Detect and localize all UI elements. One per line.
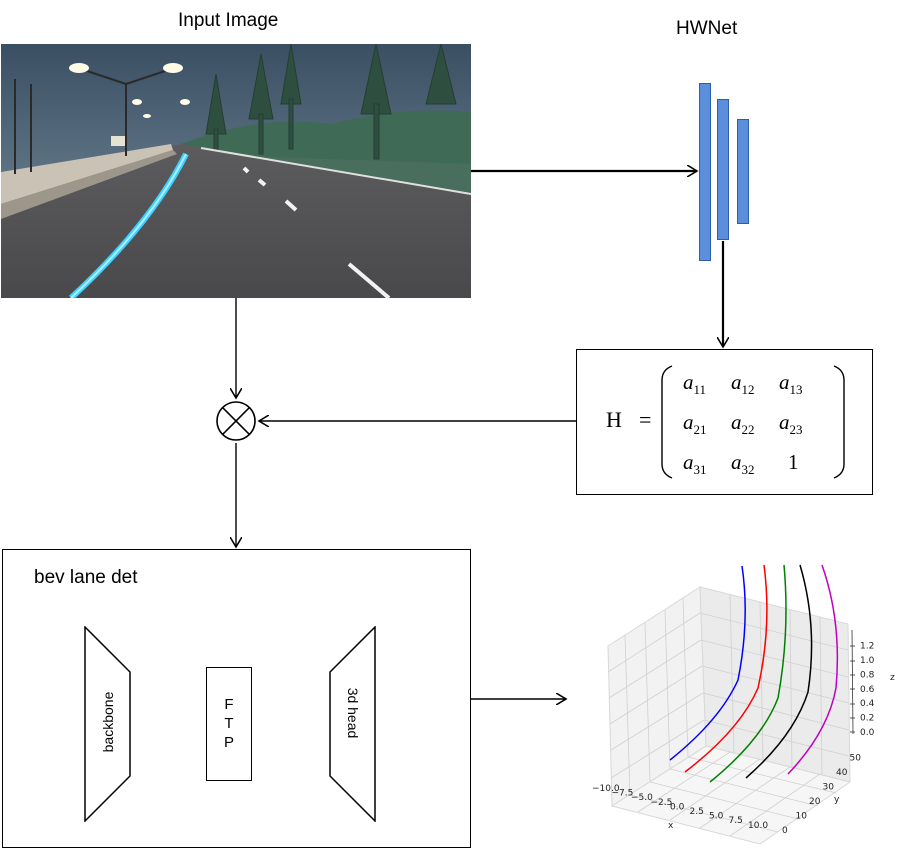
ftp-label: F T P [206,695,252,752]
matrix-entry-base: a [731,410,742,434]
matrix-entry-subscript: 32 [741,462,755,478]
backbone-label: backbone [100,691,116,753]
y-tick-label: 40 [836,768,848,778]
bev-title: bev lane det [34,567,138,588]
matrix-entry-subscript: 23 [789,422,803,438]
matrix-entry-subscript: 22 [741,422,755,438]
matrix-entry-2-1: a21 [683,410,707,438]
matrix-entry-1-2: a12 [731,370,755,398]
head-trapezoid [329,626,376,822]
matrix-entry-3-3: 1 [788,450,799,474]
y-tick-label: 10 [796,812,808,822]
lane-curve-green [709,564,787,783]
hwnet-bar-2 [717,99,729,240]
lane-curve-magenta [787,564,839,775]
hwnet-title: HWNet [676,18,738,39]
lane-curve-blue [669,565,746,761]
matrix-entry-base: a [731,370,742,394]
x-tick-label: −2.5 [651,798,673,808]
z-tick-label: 0.2 [860,714,874,724]
hwnet-bar-1 [699,83,711,261]
matrix-entry-3-2: a32 [731,450,755,478]
homography-matrix-box [576,349,873,495]
multiply-operator-icon [216,401,256,441]
matrix-entry-subscript: 13 [789,382,803,398]
input-road-image [1,44,471,298]
matrix-entry-2-3: a23 [779,410,803,438]
z-tick-label: 0.8 [860,670,875,680]
matrix-entry-base: a [683,450,694,474]
matrix-entry-base: a [683,410,694,434]
z-tick-label: 0.4 [860,699,875,709]
x-tick-label: 7.5 [729,816,743,826]
matrix-entry-base: a [779,410,790,434]
hwnet-bar-3 [737,119,749,224]
matrix-entry-subscript: 21 [693,422,707,438]
matrix-symbol: H [606,407,622,432]
input-image-title: Input Image [178,10,279,31]
matrix-entry-base: a [683,370,694,394]
z-tick-label: 1.0 [860,656,875,666]
ftp-letter-p: P [223,734,234,751]
matrix-entry-2-2: a22 [731,410,755,438]
x-axis-label: x [668,821,674,831]
x-tick-label: 5.0 [709,812,724,822]
y-tick-label: 20 [809,797,821,807]
matrix-entry-subscript: 12 [741,382,755,398]
x-tick-label: 10.0 [748,821,768,831]
ftp-letter-t: T [224,715,234,732]
matrix-entry-subscript: 31 [693,462,707,478]
matrix-equals: = [639,407,652,432]
y-tick-label: 30 [823,783,835,793]
y-tick-label: 50 [850,754,862,764]
z-tick-label: 0.6 [860,685,875,695]
matrix-entry-1-1: a11 [683,370,706,398]
y-axis-label: y [834,795,840,805]
head-label: 3d head [345,687,361,739]
x-tick-label: −5.0 [631,793,653,803]
ftp-letter-f: F [224,696,234,713]
x-tick-label: 2.5 [690,807,704,817]
z-tick-label: 1.2 [860,642,874,652]
matrix-parentheses [661,365,845,479]
matrix-entry-3-1: a31 [683,450,707,478]
x-tick-label: −7.5 [612,789,634,799]
matrix-entry-base: a [731,450,742,474]
matrix-entry-subscript: 11 [693,382,707,398]
z-axis-label: z [890,673,895,683]
matrix-entry-1-3: a13 [779,370,803,398]
lane-curve-red [684,564,768,773]
x-tick-label: −10.0 [592,784,620,794]
lane-curve-black [745,564,813,779]
matrix-entry-base: a [779,370,790,394]
backbone-trapezoid [84,626,131,822]
y-tick-label: 0 [782,826,788,836]
ftp-box [206,667,252,781]
x-tick-label: 0.0 [670,802,685,812]
z-tick-label: 0.0 [860,728,875,738]
